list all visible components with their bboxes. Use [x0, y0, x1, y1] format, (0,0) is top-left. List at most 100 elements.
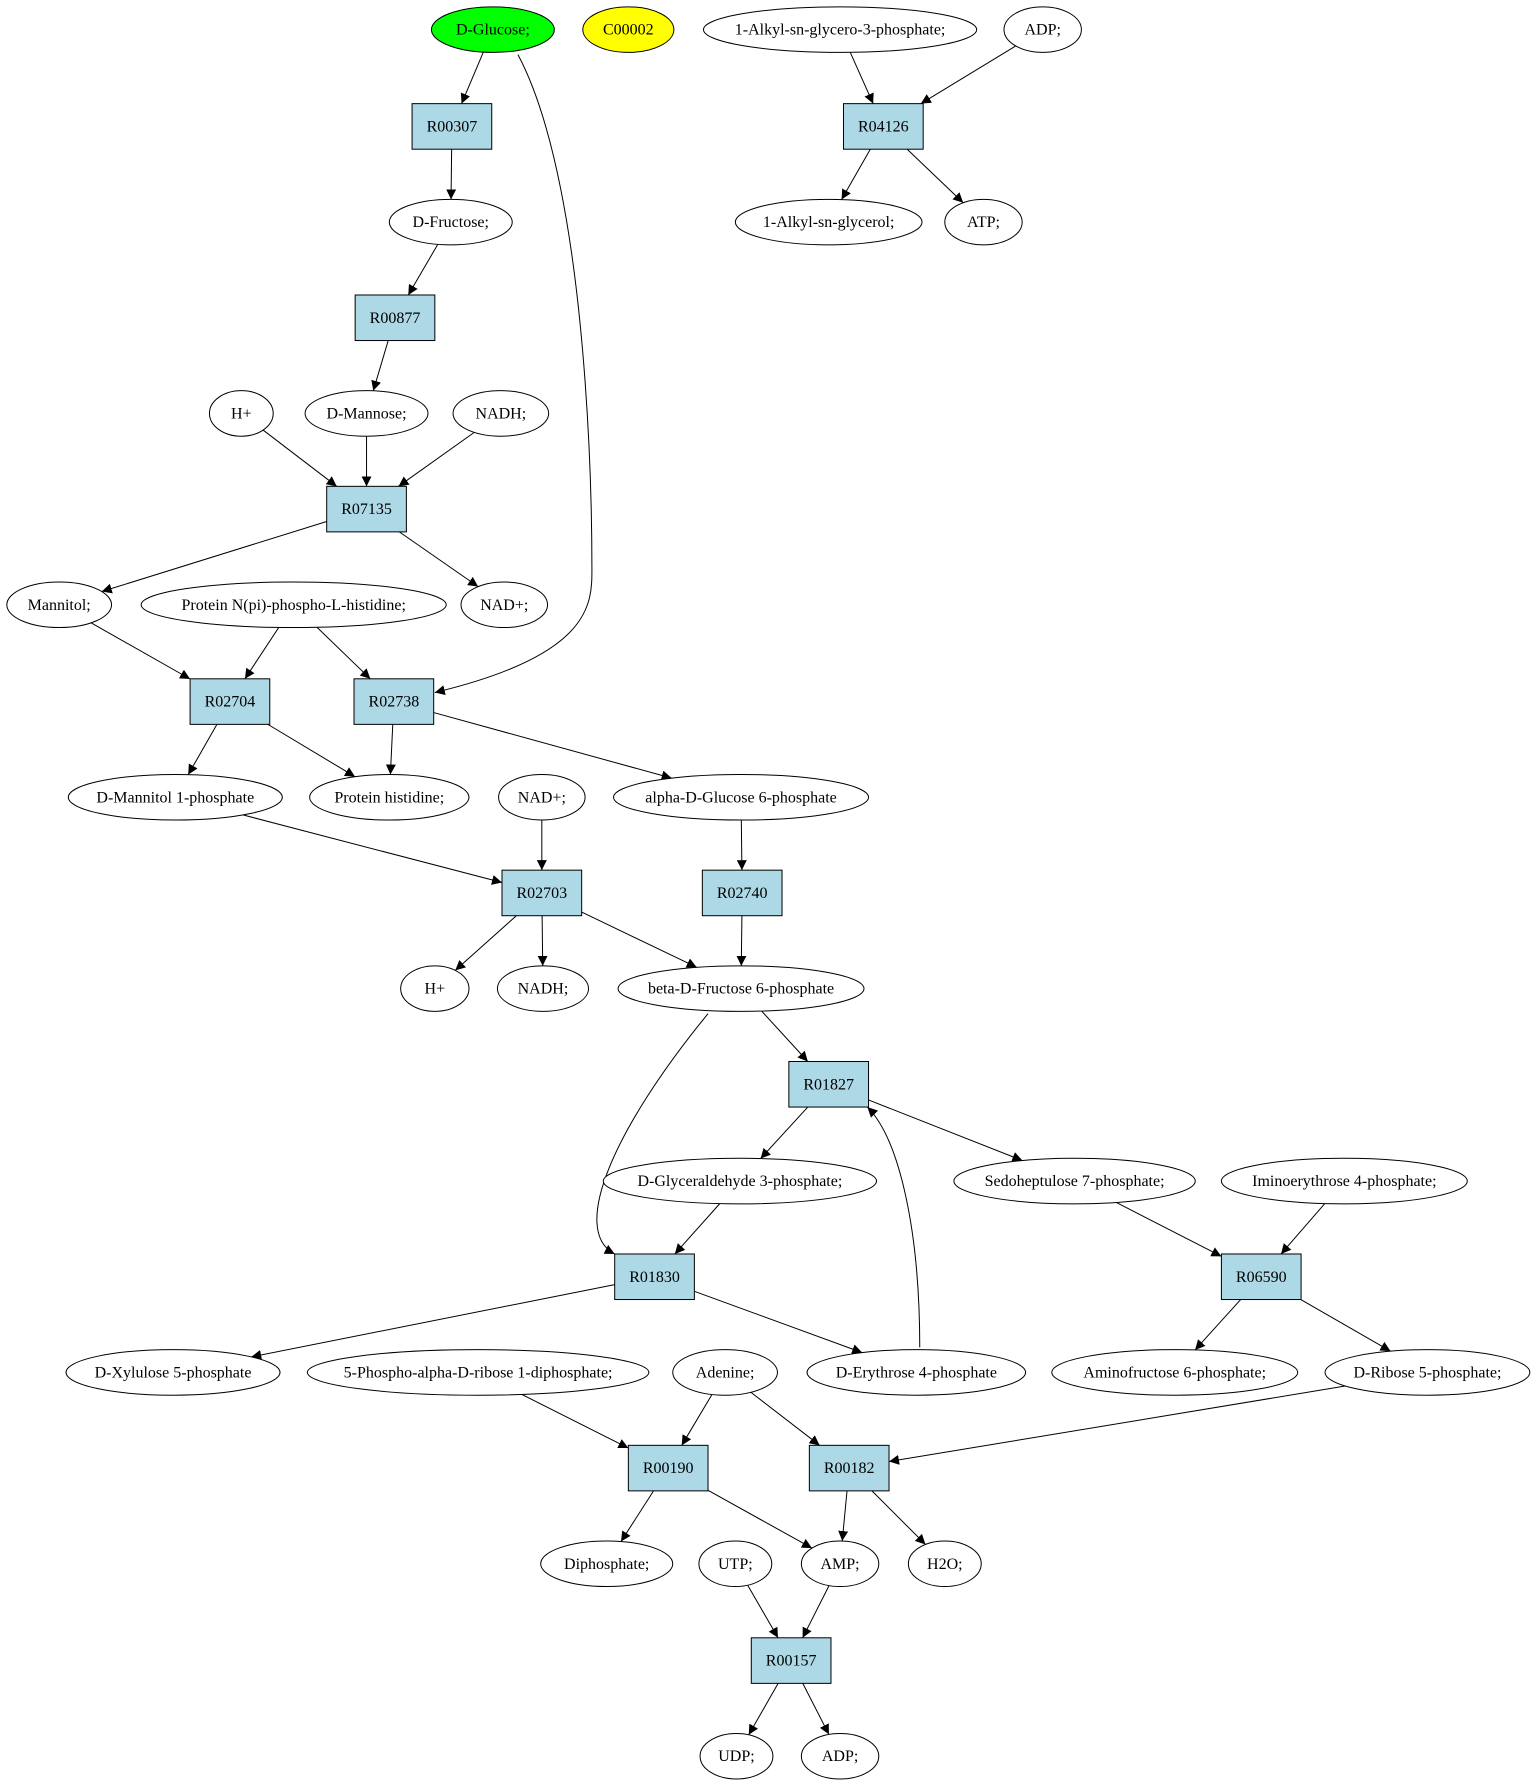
compound-node[interactable]: AMP;: [800, 1540, 880, 1588]
compound-node[interactable]: D-Ribose 5-phosphate;: [1324, 1349, 1531, 1396]
compound-node[interactable]: ADP;: [1003, 6, 1082, 53]
compound-node[interactable]: NADH;: [452, 390, 550, 437]
compound-label: H2O;: [927, 1556, 963, 1573]
edge-c_protnpi-to-r_R02704: [244, 627, 280, 680]
compound-node[interactable]: D-Erythrose 4-phosphate: [806, 1349, 1027, 1396]
compound-node[interactable]: Protein N(pi)-phospho-L-histidine;: [140, 581, 447, 629]
edge-c_bfru6p-to-r_R01827: [761, 1010, 809, 1062]
compound-node[interactable]: 1-Alkyl-sn-glycerol;: [734, 198, 923, 246]
edge-c_glucose-to-r_R00307: [460, 51, 484, 104]
reaction-node[interactable]: R01827: [788, 1060, 870, 1108]
reaction-label: R02738: [369, 694, 420, 711]
edge-c_s7p-to-r_R06590: [1116, 1202, 1222, 1257]
reaction-label: R01830: [629, 1269, 680, 1286]
compound-ellipse: [304, 390, 429, 437]
compound-label: Protein histidine;: [334, 789, 444, 806]
edge-c_amp-to-r_R00157: [802, 1585, 830, 1639]
compound-label: 1-Alkyl-sn-glycero-3-phosphate;: [735, 22, 946, 39]
compound-ellipse: [309, 773, 470, 821]
compound-label: NADH;: [476, 405, 527, 422]
reaction-label: R00877: [370, 310, 421, 327]
compound-label: D-Xylulose 5-phosphate: [95, 1364, 252, 1381]
reaction-node[interactable]: R02738: [353, 678, 435, 725]
compound-node[interactable]: Sedoheptulose 7-phosphate;: [953, 1157, 1196, 1205]
reaction-box: [750, 1637, 832, 1684]
edge-c_imino-to-r_R06590: [1280, 1203, 1326, 1255]
reaction-label: R00157: [766, 1653, 817, 1670]
compound-node[interactable]: 1-Alkyl-sn-glycero-3-phosphate;: [702, 6, 978, 53]
reaction-node[interactable]: R06590: [1220, 1253, 1302, 1301]
reaction-node[interactable]: R02703: [501, 869, 583, 917]
compound-node[interactable]: H2O;: [907, 1540, 982, 1588]
compound-label: C00002: [603, 22, 654, 39]
compound-node[interactable]: ADP;: [800, 1732, 880, 1780]
compound-node[interactable]: Aminofructose 6-phosphate;: [1051, 1349, 1299, 1396]
edge-r_R00157-to-c_udp: [748, 1683, 779, 1736]
compound-ellipse: [6, 581, 113, 629]
compound-node[interactable]: H+: [208, 390, 274, 437]
reaction-node[interactable]: R00877: [354, 294, 436, 342]
edge-r_R01830-to-c_x5p: [251, 1284, 615, 1360]
reaction-node[interactable]: R02704: [189, 678, 271, 725]
compound-node[interactable]: NAD+;: [460, 581, 549, 629]
compound-node[interactable]: UTP;: [698, 1540, 773, 1588]
compound-node[interactable]: D-Glyceraldehyde 3-phosphate;: [602, 1157, 878, 1205]
compound-node[interactable]: beta-D-Fructose 6-phosphate: [617, 965, 865, 1012]
edge-r_R00182-to-c_h2o: [871, 1490, 926, 1545]
compound-ellipse: [800, 1732, 880, 1780]
compound-ellipse: [430, 6, 555, 53]
reaction-label: R06590: [1236, 1269, 1287, 1286]
edge-c_fructose-to-r_R00877: [407, 244, 439, 296]
compound-node[interactable]: D-Xylulose 5-phosphate: [65, 1349, 281, 1396]
compound-node[interactable]: Diphosphate;: [540, 1540, 674, 1588]
compound-label: 5-Phospho-alpha-D-ribose 1-diphosphate;: [344, 1364, 613, 1381]
compound-node[interactable]: NADH;: [496, 965, 590, 1012]
edge-r_R02703-to-c_hplus2: [454, 915, 517, 971]
compound-node[interactable]: UDP;: [699, 1732, 774, 1780]
edge-c_alkyl3p-to-r_R04126: [849, 52, 874, 104]
compound-node[interactable]: alpha-D-Glucose 6-phosphate: [613, 773, 870, 821]
compound-node[interactable]: D-Glucose;: [430, 6, 555, 53]
compound-node[interactable]: ATP;: [944, 198, 1023, 246]
compound-label: ATP;: [967, 214, 1000, 231]
reaction-node[interactable]: R00182: [808, 1444, 890, 1492]
reaction-node[interactable]: R00157: [750, 1637, 832, 1684]
reaction-node[interactable]: R04126: [842, 103, 924, 150]
compound-node[interactable]: Adenine;: [672, 1349, 778, 1396]
compound-node[interactable]: C00002: [582, 6, 675, 53]
reaction-node[interactable]: R00190: [627, 1444, 709, 1492]
compound-node[interactable]: D-Fructose;: [388, 198, 513, 246]
compound-label: D-Ribose 5-phosphate;: [1353, 1364, 1501, 1381]
compound-node[interactable]: Protein histidine;: [309, 773, 470, 821]
edge-c_adp_top-to-r_R04126: [920, 45, 1017, 105]
edge-r_R02703-to-c_nadh2: [537, 915, 548, 966]
edge-r_R00190-to-c_diphos: [620, 1490, 654, 1542]
reaction-node[interactable]: R00307: [411, 103, 493, 150]
reaction-node[interactable]: R02740: [701, 869, 783, 917]
reaction-label: R02703: [517, 885, 568, 902]
reaction-node[interactable]: R07135: [326, 485, 407, 533]
compound-node[interactable]: 5-Phospho-alpha-D-ribose 1-diphosphate;: [306, 1349, 650, 1396]
compound-ellipse: [602, 1157, 878, 1205]
compound-node[interactable]: H+: [400, 965, 470, 1012]
compound-node[interactable]: Mannitol;: [6, 581, 113, 629]
compound-ellipse: [672, 1349, 778, 1396]
edge-c_protnpi-to-r_R02738: [316, 626, 371, 680]
compound-label: D-Erythrose 4-phosphate: [836, 1364, 997, 1381]
compound-ellipse: [734, 198, 923, 246]
compound-node[interactable]: Iminoerythrose 4-phosphate;: [1220, 1157, 1468, 1205]
edge-r_R02703-to-c_bfru6p: [581, 911, 698, 968]
compound-node[interactable]: D-Mannose;: [304, 390, 429, 437]
compound-ellipse: [496, 965, 590, 1012]
compound-ellipse: [65, 1349, 281, 1396]
reaction-node[interactable]: R01830: [614, 1253, 695, 1301]
reaction-label: R00190: [643, 1460, 694, 1477]
compound-node[interactable]: D-Mannitol 1-phosphate: [67, 773, 283, 821]
compound-label: NAD+;: [480, 597, 528, 614]
edge-c_adenine-to-r_R00182: [750, 1391, 820, 1446]
compound-label: ADP;: [1024, 22, 1060, 39]
compound-node[interactable]: NAD+;: [498, 773, 586, 821]
reaction-box: [1220, 1253, 1302, 1301]
compound-ellipse: [944, 198, 1023, 246]
